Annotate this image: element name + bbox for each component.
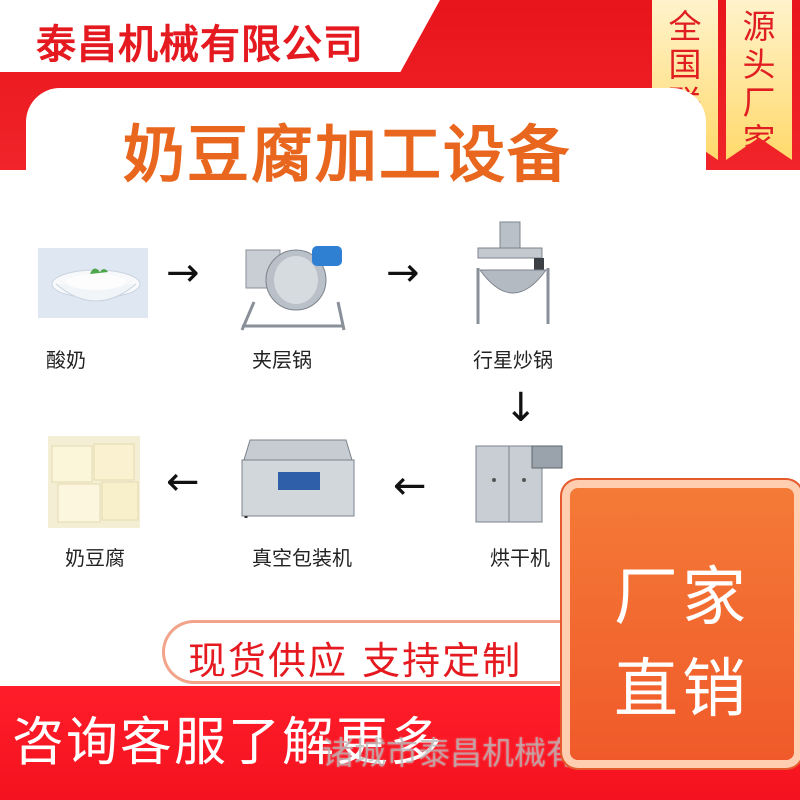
flow-arrow-5: ← bbox=[166, 459, 200, 505]
flow-step-label: 行星炒锅 bbox=[473, 348, 553, 372]
vacuum-packer-image bbox=[236, 432, 360, 518]
flow-step-label: 真空包装机 bbox=[252, 546, 352, 570]
ribbon-source-factory-text: 源头厂家 bbox=[742, 7, 776, 160]
flow-step-label: 烘干机 bbox=[490, 546, 550, 570]
flow-step-label: 奶豆腐 bbox=[65, 546, 125, 570]
direct-sale-badge: 厂家 直销 bbox=[570, 488, 794, 760]
yogurt-image bbox=[38, 248, 148, 318]
jacketed-kettle-image bbox=[232, 236, 350, 332]
company-name: 泰昌机械有限公司 bbox=[36, 22, 364, 68]
flow-arrow-4: ← bbox=[393, 463, 427, 509]
flow-step-label: 酸奶 bbox=[46, 348, 86, 372]
flow-arrow-1: → bbox=[166, 250, 200, 296]
dryer-image bbox=[474, 440, 564, 524]
supply-banner: 现货供应 支持定制 bbox=[162, 620, 590, 684]
company-name-tag: 泰昌机械有限公司 bbox=[0, 0, 440, 72]
flow-arrow-2: → bbox=[386, 250, 420, 296]
ribbon-source-factory: 源头厂家 bbox=[726, 0, 792, 160]
flow-arrow-3: ↓ bbox=[504, 385, 538, 431]
milk-tofu-image bbox=[48, 436, 140, 528]
consult-text: 咨询客服了解更多 bbox=[12, 713, 445, 773]
page-title: 奶豆腐加工设备 bbox=[123, 118, 572, 191]
flow-step-label: 夹层锅 bbox=[252, 348, 312, 372]
supply-banner-text: 现货供应 支持定制 bbox=[188, 639, 523, 683]
planetary-wok-image bbox=[468, 220, 558, 328]
direct-sale-line-1: 厂家 bbox=[614, 561, 750, 635]
direct-sale-line-2: 直销 bbox=[614, 653, 750, 727]
